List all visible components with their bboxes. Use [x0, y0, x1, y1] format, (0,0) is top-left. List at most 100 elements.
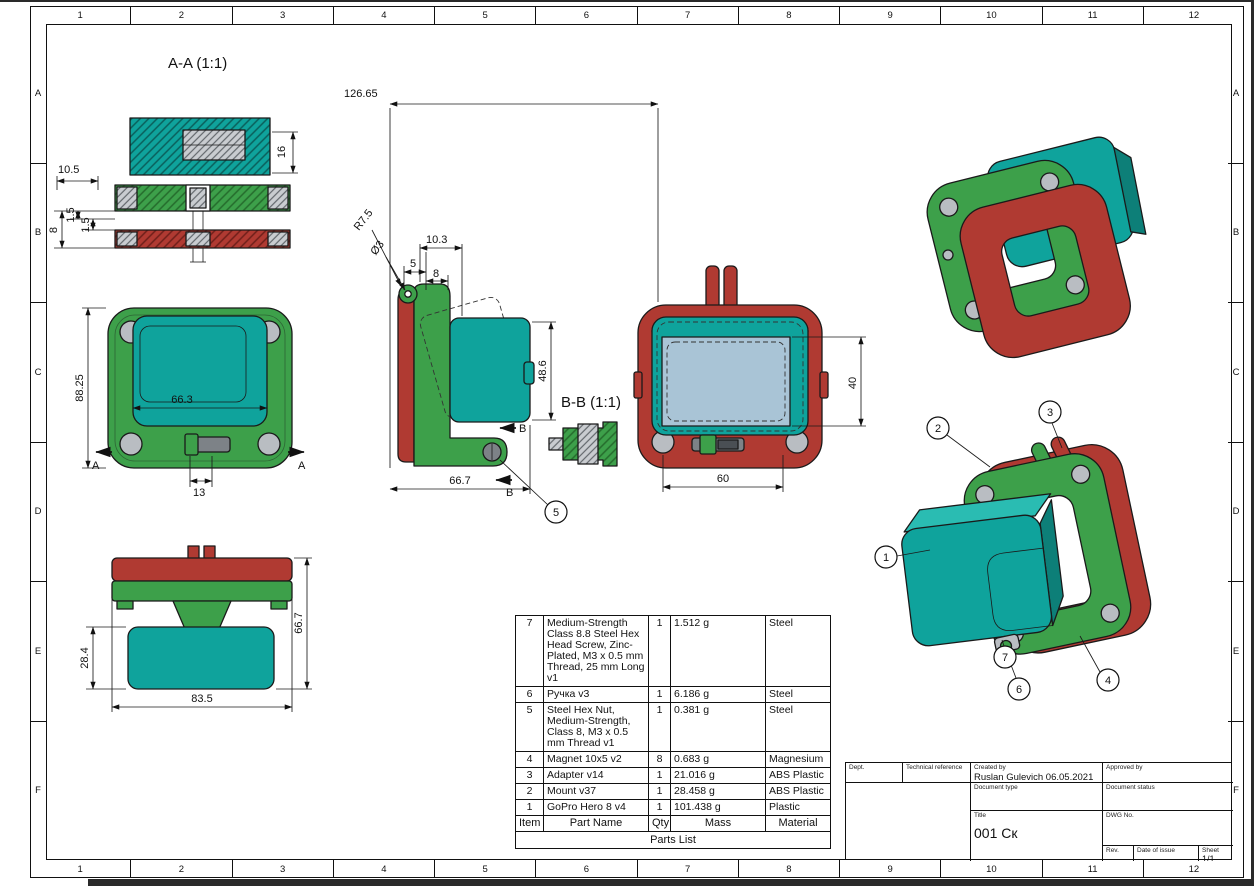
grid-col-label: 3: [233, 860, 334, 878]
grid-col-label: 6: [536, 6, 638, 24]
part-name: GoPro Hero 8 v4: [544, 800, 649, 815]
parts-list-row: 4 Magnet 10x5 v2 8 0.683 g Magnesium: [516, 752, 830, 768]
part-qty: 1: [649, 703, 671, 751]
grid-col-label: 3: [233, 6, 334, 24]
part-qty: 1: [649, 800, 671, 815]
part-material: Steel: [769, 688, 793, 700]
titleblock-document-type: Document type: [971, 783, 1103, 811]
titleblock-technical-reference: Technical reference: [903, 763, 971, 783]
part-material: Steel: [769, 617, 793, 629]
dim-front-height: 88.25: [74, 374, 86, 402]
sheet-value: 1/1: [1202, 854, 1215, 861]
part-material: ABS Plastic: [769, 785, 824, 797]
parts-list-row: 3 Adapter v14 1 21.016 g ABS Plastic: [516, 768, 830, 784]
titleblock-date-of-issue: Date of issue: [1134, 846, 1199, 861]
grid-col-label: 8: [739, 6, 840, 24]
grid-row-label: C: [30, 303, 46, 443]
dept-label: Dept.: [849, 764, 865, 771]
grid-row-label: B: [1228, 164, 1244, 303]
parts-list-row: 6 Ручка v3 1 6.186 g Steel: [516, 687, 830, 703]
view-front: 88.25 66.3 13 A A: [74, 307, 306, 499]
dim-side-step: 8: [433, 268, 439, 280]
date-of-issue-label: Date of issue: [1137, 847, 1175, 854]
grid-row-label: C: [1228, 303, 1244, 443]
part-material: ABS Plastic: [769, 769, 824, 781]
part-mass: 0.381 g: [671, 703, 766, 751]
dim-side-top: 10.3: [426, 234, 447, 246]
part-item: 4: [516, 752, 544, 767]
grid-col-label: 6: [536, 860, 638, 878]
dim-front-width: 66.3: [171, 394, 192, 406]
grid-col-label: 10: [941, 6, 1043, 24]
header-mass: Mass: [671, 816, 766, 831]
view-iso-bottom: 1 2 3 4 6 7: [874, 400, 1152, 701]
dim-bottom-width: 83.5: [191, 693, 212, 705]
technical-reference-label: Technical reference: [906, 764, 963, 771]
part-material: Steel: [769, 704, 793, 716]
dim-bottom-camera-height: 28.4: [79, 647, 91, 668]
part-mass: 6.186 g: [671, 687, 766, 702]
dim-section-8: 8: [48, 227, 60, 233]
part-qty: 1: [649, 784, 671, 799]
part-name: Adapter v14: [544, 768, 649, 783]
grid-col-label: 5: [435, 6, 537, 24]
part-name: Medium-Strength Class 8.8 Steel Hex Head…: [544, 616, 649, 686]
window-edge-top: [0, 0, 1254, 2]
balloon-2-label: 2: [935, 423, 941, 435]
parts-list-row: 7 Medium-Strength Class 8.8 Steel Hex He…: [516, 616, 830, 687]
document-type-label: Document type: [974, 784, 1018, 791]
frame-row-labels-right: A B C D E F: [1228, 24, 1244, 860]
part-material: Plastic: [769, 801, 800, 813]
grid-col-label: 1: [30, 860, 132, 878]
part-qty: 8: [649, 752, 671, 767]
dim-section-16: 16: [276, 146, 288, 158]
frame-column-labels-bottom: 1 2 3 4 5 6 7 8 9 10 11 12: [30, 860, 1244, 878]
header-item: Item: [516, 816, 544, 831]
dim-side-tab: 5: [410, 258, 416, 270]
sheet-label: Sheet: [1202, 847, 1219, 854]
balloon-6-label: 6: [1016, 684, 1022, 696]
balloon-6: [1007, 677, 1031, 701]
dim-back-screen-height: 40: [847, 377, 859, 389]
part-item: 6: [516, 687, 544, 702]
dim-overall-width: 126.65: [344, 88, 378, 100]
dim-section-1-5-b: 1.5: [80, 217, 92, 232]
grid-col-label: 5: [435, 860, 537, 878]
section-marker-b-top: B: [519, 423, 526, 435]
part-name: Magnet 10x5 v2: [544, 752, 649, 767]
grid-col-label: 9: [840, 6, 942, 24]
titleblock-dwg-no: DWG No.: [1103, 811, 1233, 846]
part-name: Ручка v3: [544, 687, 649, 702]
grid-col-label: 12: [1188, 9, 1200, 21]
titleblock-dept: Dept.: [846, 763, 903, 783]
section-aa-label: A-A (1:1): [168, 55, 227, 72]
grid-row-label: F: [1233, 785, 1239, 797]
title-value: 001 Ск: [974, 825, 1018, 841]
balloon-7-label: 7: [1002, 652, 1008, 664]
approved-by-label: Approved by: [1106, 764, 1143, 771]
title-label: Title: [974, 812, 987, 819]
parts-list-row: 2 Mount v37 1 28.458 g ABS Plastic: [516, 784, 830, 800]
header-qty: Qty: [649, 816, 671, 831]
balloon-3: [1038, 400, 1062, 424]
grid-col-label: 4: [334, 6, 435, 24]
titleblock-blank-cell: [846, 783, 971, 861]
grid-col-label: 4: [334, 860, 435, 878]
part-mass: 0.683 g: [671, 752, 766, 767]
grid-row-label: A: [1228, 24, 1244, 164]
dim-side-hole: Ø3: [368, 239, 386, 258]
grid-row-label: A: [30, 24, 46, 164]
balloon-5: [544, 500, 568, 524]
title-block: Dept. Technical reference Created by Rus…: [845, 762, 1233, 861]
balloon-4: [1096, 668, 1120, 692]
grid-col-label: 11: [1043, 860, 1144, 878]
balloon-1: [874, 545, 898, 569]
dwg-no-label: DWG No.: [1106, 812, 1134, 819]
dim-side-box-height: 48.6: [537, 360, 549, 381]
dim-section-10-5: 10.5: [58, 164, 79, 176]
balloon-4-label: 4: [1105, 675, 1111, 687]
frame-column-labels-top: 1 2 3 4 5 6 7 8 9 10 11 12: [30, 6, 1244, 24]
header-material: Material: [778, 817, 818, 829]
dim-section-1-5-a: 1.5: [65, 207, 77, 222]
